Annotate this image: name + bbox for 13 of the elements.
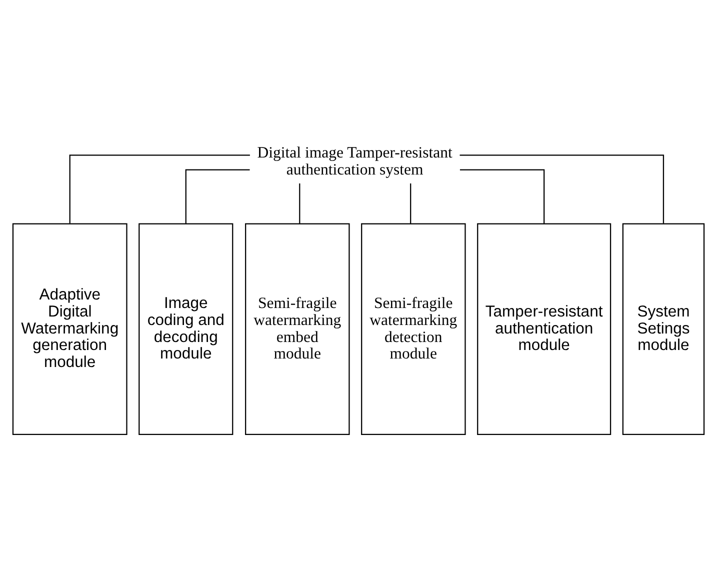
node-box: Semi-fragile watermarking detection module <box>361 223 466 436</box>
node-box: Tamper-resistant authentication module <box>477 223 612 436</box>
connector <box>299 183 300 224</box>
connector <box>460 169 545 224</box>
connector <box>460 154 664 224</box>
node-box: System Setings module <box>622 223 705 436</box>
connector <box>185 169 250 224</box>
node-box: Image coding and decoding module <box>138 223 234 436</box>
connector <box>410 183 412 224</box>
node-box: Semi-fragile watermarking embed module <box>245 223 350 436</box>
node-text: Digital image Tamper-resistant authentication system <box>257 144 452 179</box>
node-box: Adaptive Digital Watermarking generation module <box>12 223 128 436</box>
connector <box>69 154 250 224</box>
